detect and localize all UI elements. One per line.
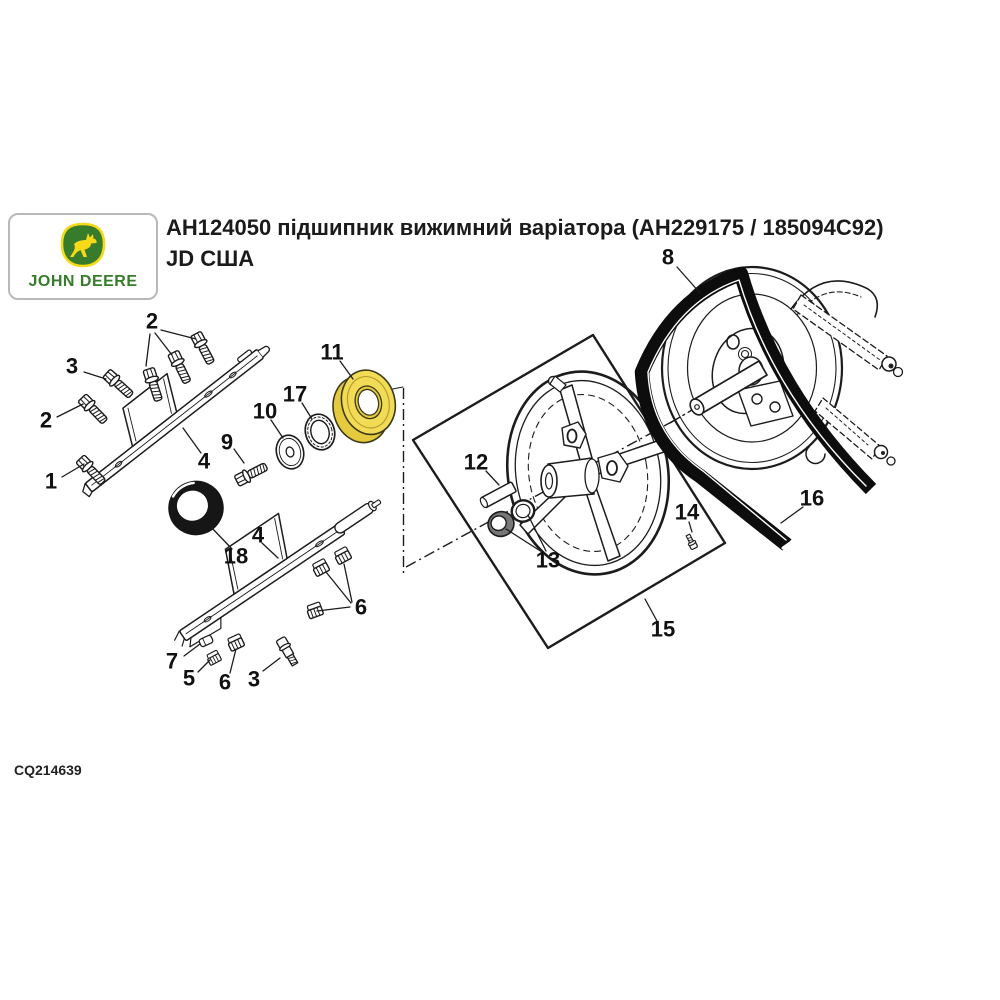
leader-line-14 [688, 521, 693, 533]
part-2-bolt [166, 348, 195, 387]
page-title: AH124050 підшипник вижимний варіатора (A… [166, 212, 966, 274]
part-label-6: 6 [219, 670, 231, 695]
leader-line-12 [485, 470, 500, 486]
part-label-14: 14 [675, 500, 700, 525]
part-12-pin [479, 481, 517, 509]
deer-icon [60, 222, 106, 268]
part-5-clip-nut [205, 649, 223, 667]
part-14-screw [685, 533, 698, 551]
part-label-4: 4 [198, 449, 211, 474]
part-label-16: 16 [800, 486, 824, 511]
centerline-dash-dot [402, 388, 698, 573]
document-code: CQ214639 [14, 762, 82, 778]
leader-line-2 [154, 332, 173, 356]
leader-line-10 [270, 419, 284, 439]
leader-lines [56, 266, 804, 674]
leader-line-2 [160, 329, 197, 340]
leader-line-6 [325, 571, 352, 604]
part-16-drive-belt [634, 266, 877, 551]
part-3-screw [276, 636, 299, 667]
part-label-17: 17 [283, 382, 307, 407]
leader-line-8 [676, 266, 701, 294]
part-10-washer [275, 434, 305, 470]
leader-line-6 [343, 563, 353, 603]
leader-line-13 [527, 514, 547, 552]
part-label-10: 10 [253, 399, 277, 424]
part-label-1: 1 [45, 469, 57, 494]
part-label-5: 5 [183, 666, 195, 691]
leader-line-15 [644, 598, 658, 622]
part-label-3: 3 [66, 354, 78, 379]
leader-line-3 [83, 371, 107, 380]
john-deere-brand-text: JOHN DEERE [28, 273, 138, 290]
part-4-lower-bracket [174, 499, 382, 648]
leader-line-18 [210, 526, 233, 550]
part-label-18: 18 [224, 544, 248, 569]
part-label-7: 7 [166, 649, 178, 674]
title-line-2: JD США [166, 246, 255, 271]
part-9-bolt [232, 459, 270, 488]
leader-line-9 [233, 448, 245, 464]
part-15-panel [411, 333, 727, 650]
part-label-8: 8 [662, 245, 674, 270]
part-label-12: 12 [464, 450, 488, 475]
leader-line-13 [505, 528, 543, 553]
part-label-2: 2 [146, 309, 158, 334]
part-2-bolt [76, 392, 111, 427]
part-label-6: 6 [355, 595, 367, 620]
part-label-4: 4 [252, 523, 265, 548]
part-label-15: 15 [651, 617, 675, 642]
part-4-upper-bracket [82, 345, 270, 498]
leader-line-6 [229, 648, 237, 674]
leader-line-4 [182, 427, 202, 454]
title-line-1: AH124050 підшипник вижимний варіатора (A… [166, 215, 884, 240]
part-11-release-bearing-highlighted [332, 369, 397, 444]
part-label-11: 11 [320, 340, 343, 365]
leader-line-3 [262, 657, 281, 672]
part-label-3: 3 [248, 667, 260, 692]
part-label-2: 2 [40, 408, 52, 433]
leader-line-5 [197, 659, 211, 673]
part-6-clip-nut [332, 545, 353, 566]
leader-line-2 [145, 333, 151, 367]
leader-line-11 [339, 360, 354, 380]
leader-line-6 [316, 606, 351, 612]
linkage-arms [790, 280, 904, 466]
variator-wheel [505, 370, 671, 576]
leader-line-1 [61, 463, 85, 478]
part-18-seal-ring [168, 480, 224, 536]
leader-line-2 [56, 403, 84, 418]
leader-line-17 [301, 402, 313, 420]
part-label-9: 9 [221, 430, 233, 455]
leader-line-7 [183, 643, 201, 657]
john-deere-logo-box: JOHN DEERE [8, 213, 158, 300]
part-2-bolt [188, 329, 218, 367]
part-3-bolt [101, 367, 137, 402]
leader-line-16 [780, 506, 804, 524]
leader-line-4 [261, 542, 279, 559]
part-17-retainer-ring [304, 413, 336, 451]
part-label-13: 13 [536, 548, 560, 573]
